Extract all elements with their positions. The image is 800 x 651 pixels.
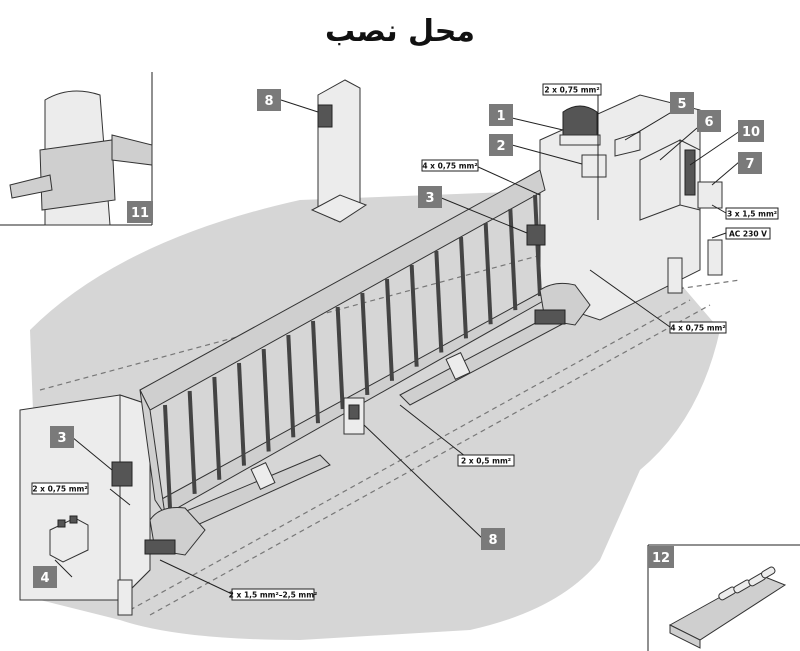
flashing-lamp bbox=[559, 105, 601, 146]
gate-bar bbox=[434, 250, 444, 353]
disconnect-switch bbox=[697, 181, 723, 209]
wire-label-right: 4 x 0,75 mm² bbox=[669, 321, 727, 334]
svg-text:2: 2 bbox=[496, 139, 505, 154]
callout-12: 12 bbox=[648, 546, 674, 568]
svg-text:3: 3 bbox=[57, 431, 66, 446]
gate-bar bbox=[483, 222, 493, 325]
callout-4: 4 bbox=[33, 566, 57, 588]
svg-text:AC 230 V: AC 230 V bbox=[729, 230, 767, 239]
svg-text:2 x 1,5 mm²–2,5 mm²: 2 x 1,5 mm²–2,5 mm² bbox=[229, 591, 318, 600]
svg-text:12: 12 bbox=[652, 551, 670, 566]
inset-post-detail bbox=[0, 72, 153, 226]
gate-bar bbox=[311, 320, 320, 424]
gate-bar bbox=[459, 236, 468, 339]
callout-7: 7 bbox=[738, 152, 762, 174]
svg-text:4 x 0,75 mm²: 4 x 0,75 mm² bbox=[422, 162, 477, 171]
callout-8-bottom: 8 bbox=[481, 528, 505, 550]
gate-bar bbox=[508, 208, 518, 311]
wire-label-middle: 2 x 0,5 mm² bbox=[457, 454, 515, 467]
svg-text:7: 7 bbox=[745, 157, 754, 172]
svg-text:10: 10 bbox=[742, 125, 760, 140]
radio-receiver bbox=[614, 131, 641, 157]
svg-text:4: 4 bbox=[40, 571, 49, 586]
svg-text:6: 6 bbox=[704, 115, 713, 130]
svg-text:2 x 0,5 mm²: 2 x 0,5 mm² bbox=[461, 457, 511, 466]
photocell-right bbox=[526, 224, 546, 246]
photocell-left bbox=[111, 461, 133, 487]
gate-bar bbox=[385, 278, 394, 381]
svg-text:5: 5 bbox=[677, 97, 686, 112]
callout-3-left: 3 bbox=[50, 426, 74, 448]
callout-3-right: 3 bbox=[418, 186, 442, 208]
svg-text:11: 11 bbox=[131, 206, 149, 221]
callout-6: 6 bbox=[697, 110, 721, 132]
gate-bar bbox=[163, 404, 172, 509]
gate-bar bbox=[286, 334, 296, 438]
wire-label-motor: 2 x 1,5 mm²–2,5 mm² bbox=[229, 588, 318, 601]
wire-label-photocell-top: 4 x 0,75 mm² bbox=[421, 159, 479, 172]
leader-lines bbox=[54, 92, 741, 595]
callout-8-top: 8 bbox=[257, 89, 281, 111]
svg-text:1: 1 bbox=[496, 109, 505, 124]
wire-label-left: 2 x 0,75 mm² bbox=[31, 482, 89, 495]
page-title: محل نصب bbox=[325, 14, 475, 49]
inset-remote bbox=[647, 544, 800, 651]
gate-bar bbox=[335, 306, 345, 410]
callout-5: 5 bbox=[670, 92, 694, 114]
callout-11: 11 bbox=[127, 201, 153, 223]
control-unit bbox=[639, 139, 701, 221]
motor-right bbox=[534, 282, 591, 326]
svg-text:2 x 0,75 mm²: 2 x 0,75 mm² bbox=[32, 485, 87, 494]
callout-10: 10 bbox=[738, 120, 764, 142]
callout-2: 2 bbox=[489, 134, 513, 156]
gate-bar bbox=[187, 390, 197, 494]
key-selector bbox=[581, 154, 607, 178]
gate-bar bbox=[360, 292, 370, 396]
wire-label-ac: AC 230 V bbox=[725, 227, 771, 240]
svg-text:8: 8 bbox=[264, 94, 273, 109]
gate-bar bbox=[261, 348, 271, 452]
svg-text:4 x 0,75 mm²: 4 x 0,75 mm² bbox=[670, 324, 725, 333]
gate-bar bbox=[212, 376, 222, 480]
conduits bbox=[117, 239, 723, 616]
motor-left bbox=[144, 507, 206, 556]
svg-text:2 x 0,75 mm²: 2 x 0,75 mm² bbox=[544, 86, 599, 95]
gate-bar bbox=[237, 362, 246, 466]
callout-1: 1 bbox=[489, 104, 513, 126]
wire-label-power: 3 x 1,5 mm² bbox=[725, 207, 779, 220]
svg-text:8: 8 bbox=[488, 533, 497, 548]
svg-text:3: 3 bbox=[425, 191, 434, 206]
junction-box bbox=[49, 515, 89, 563]
svg-text:3 x 1,5 mm²: 3 x 1,5 mm² bbox=[727, 210, 777, 219]
wire-label-top: 2 x 0,75 mm² bbox=[542, 83, 602, 96]
photocell-column bbox=[310, 79, 368, 223]
gate-bar bbox=[409, 264, 419, 367]
photocell-post bbox=[343, 397, 365, 435]
